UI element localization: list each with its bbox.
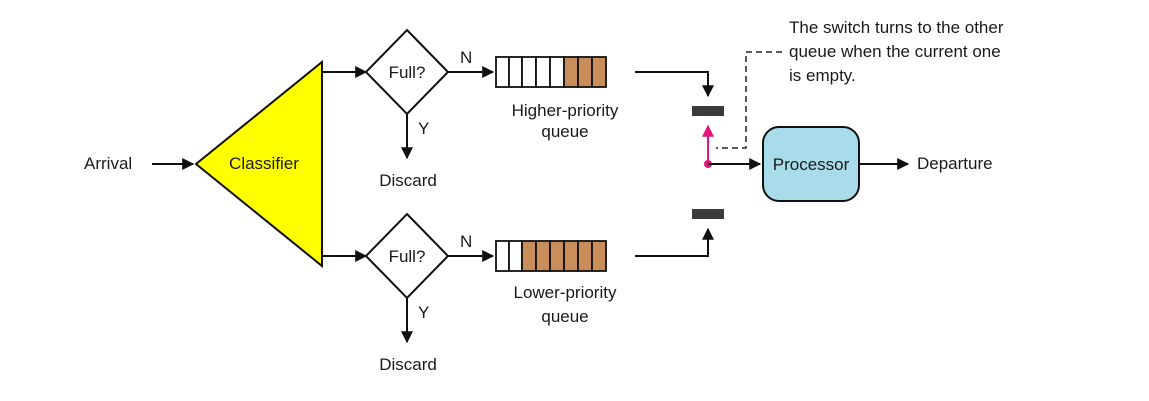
higher-queue-empty-slot <box>535 56 551 88</box>
lower-queue-packet-slot <box>577 240 593 272</box>
note-line3: is empty. <box>789 66 856 85</box>
higher-queue-empty-slot <box>521 56 537 88</box>
lower-queue-packet-slot <box>591 240 607 272</box>
note-line1: The switch turns to the other <box>789 18 1004 37</box>
lower-decision-label: Full? <box>389 247 426 266</box>
lower-discard-label: Discard <box>379 355 437 374</box>
upper-decision: Full? <box>364 28 450 116</box>
higher-queue-label-line2: queue <box>541 122 588 141</box>
lower-yes-label: Y <box>418 303 429 322</box>
upper-switch-contact <box>692 106 724 116</box>
classifier-label: Classifier <box>229 154 299 173</box>
lower-switch-contact <box>692 209 724 219</box>
arrival-label: Arrival <box>84 154 132 173</box>
upper-yes-label: Y <box>418 119 429 138</box>
note-leader-line <box>716 51 782 149</box>
lower-queue-label-line2: queue <box>541 307 588 326</box>
lower-queue-packet-slot <box>521 240 537 272</box>
higher-queue-packet-slot <box>577 56 593 88</box>
higher-queue-empty-slot <box>508 56 523 88</box>
higher-queue-packet-slot <box>591 56 607 88</box>
lower-queue-label-line1: Lower-priority <box>514 283 617 302</box>
lower-decision: Full? <box>364 212 450 300</box>
higher-queue-packet-slot <box>563 56 579 88</box>
lower-queue-packet-slot <box>563 240 579 272</box>
higher-queue-empty-slot <box>495 56 510 88</box>
higher-queue-out-arrow <box>635 71 714 98</box>
upper-decision-label: Full? <box>389 63 426 82</box>
classifier-triangle <box>194 59 323 269</box>
departure-label: Departure <box>917 154 993 173</box>
upper-no-label: N <box>460 48 472 67</box>
lower-queue-empty-slot <box>495 240 510 272</box>
note-line2: queue when the current one <box>789 42 1001 61</box>
lower-queue-packet-slot <box>549 240 565 272</box>
higher-queue-empty-slot <box>549 56 565 88</box>
lower-queue-packet-slot <box>535 240 551 272</box>
upper-discard-label: Discard <box>379 171 437 190</box>
lower-queue-empty-slot <box>508 240 523 272</box>
higher-queue-label-line1: Higher-priority <box>512 101 619 120</box>
lower-priority-queue <box>495 240 607 272</box>
lower-no-label: N <box>460 232 472 251</box>
higher-priority-queue <box>495 56 607 88</box>
lower-queue-out-arrow <box>635 227 714 257</box>
processor-label: Processor <box>773 155 850 174</box>
